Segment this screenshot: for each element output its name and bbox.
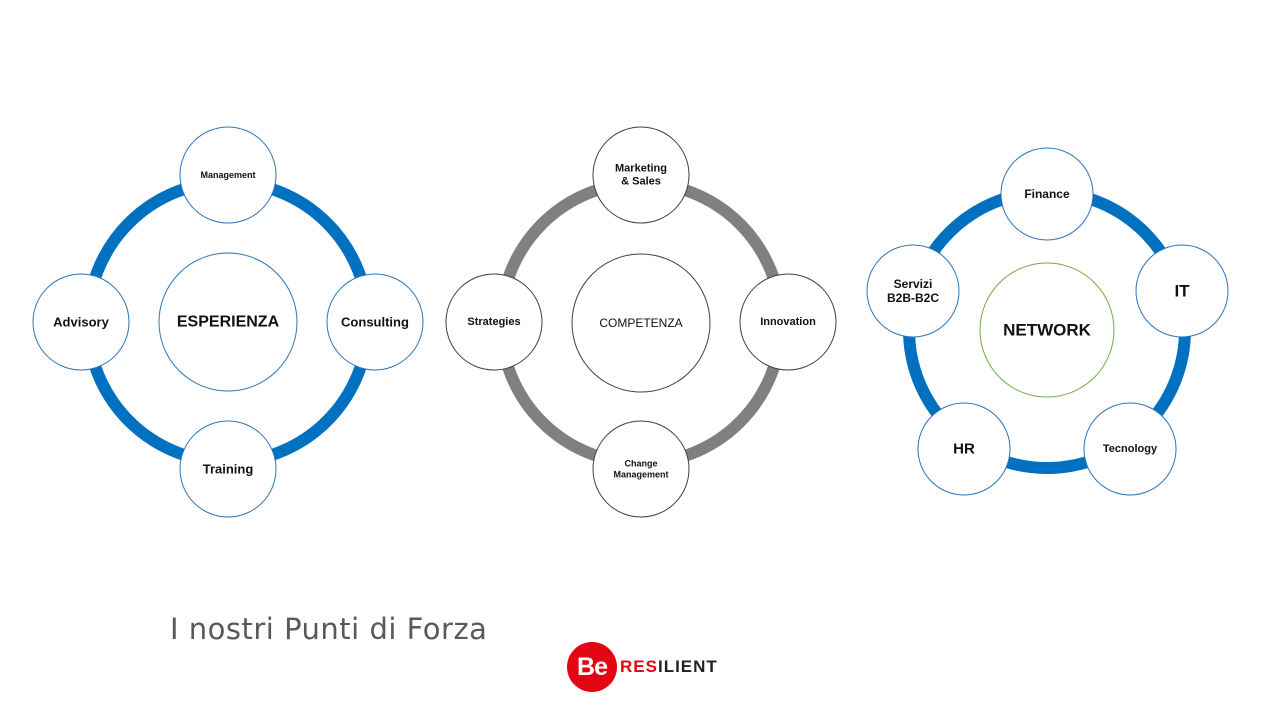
logo-res-text: RES bbox=[620, 657, 658, 676]
center-circle bbox=[158, 252, 298, 392]
center-circle bbox=[979, 262, 1115, 398]
node-label: Strategies bbox=[467, 316, 520, 328]
node-label: Marketing& Sales bbox=[615, 162, 667, 187]
node-label: Management bbox=[200, 170, 255, 180]
node-label: Consulting bbox=[341, 315, 409, 330]
logo-red-circle bbox=[567, 642, 617, 692]
node-circle bbox=[326, 273, 424, 371]
node-circle bbox=[179, 126, 277, 224]
slide-title: I nostri Punti di Forza bbox=[170, 612, 488, 646]
node-circle bbox=[179, 420, 277, 518]
node-circle bbox=[592, 420, 690, 518]
center-label: COMPETENZA bbox=[599, 316, 682, 330]
node-label: Innovation bbox=[760, 316, 816, 328]
node-circle bbox=[866, 244, 960, 338]
node-label: HR bbox=[953, 441, 975, 458]
logo-be-text: Be bbox=[577, 653, 608, 681]
node-circle bbox=[917, 402, 1011, 496]
node-circle bbox=[1083, 402, 1177, 496]
center-circle bbox=[571, 253, 711, 393]
node-label: Advisory bbox=[53, 315, 109, 330]
competenza-cycle: COMPETENZA Marketing& SalesInnovationChan… bbox=[445, 126, 837, 518]
center-label: ESPERIENZA bbox=[177, 314, 280, 331]
logo-wordmark: RESILIENT bbox=[620, 657, 718, 677]
node-circle bbox=[592, 126, 690, 224]
node-label: Training bbox=[203, 462, 254, 477]
node-label: Finance bbox=[1024, 187, 1070, 201]
node-circle bbox=[445, 273, 543, 371]
node-label: IT bbox=[1174, 282, 1190, 301]
node-label: Tecnology bbox=[1103, 443, 1158, 455]
node-circle bbox=[739, 273, 837, 371]
logo-ilient-text: ILIENT bbox=[657, 657, 718, 676]
center-label: NETWORK bbox=[1003, 321, 1092, 340]
node-circle bbox=[1000, 147, 1094, 241]
beresilient-logo: Be RESILIENT bbox=[567, 642, 727, 694]
node-circle bbox=[32, 273, 130, 371]
node-circle bbox=[1135, 244, 1229, 338]
